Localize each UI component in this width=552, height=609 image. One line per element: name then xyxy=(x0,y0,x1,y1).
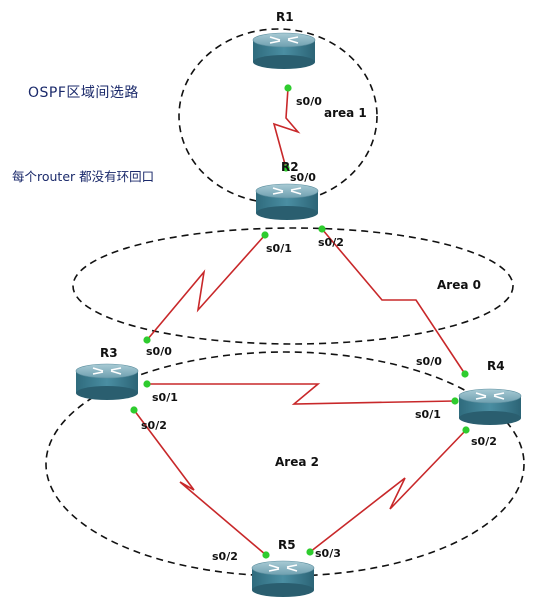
port-r5-s02 xyxy=(262,551,270,559)
area0-boundary xyxy=(72,227,514,345)
port-r4-s00 xyxy=(461,370,469,378)
link-r1-r2 xyxy=(272,87,301,169)
iface-r5-s03-label: s0/3 xyxy=(315,547,341,560)
port-r3-s02 xyxy=(130,406,138,414)
iface-r3-s00-label: s0/0 xyxy=(146,345,172,358)
port-r5-s03 xyxy=(306,548,314,556)
iface-r1-s00-label: s0/0 xyxy=(296,95,322,108)
port-r2-s02 xyxy=(318,225,326,233)
link-r3-r5 xyxy=(133,409,267,556)
iface-r4-s00-label: s0/0 xyxy=(416,355,442,368)
iface-r5-s02-label: s0/2 xyxy=(212,550,238,563)
iface-r3-s02-label: s0/2 xyxy=(141,419,167,432)
iface-r4-s01-label: s0/1 xyxy=(415,408,441,421)
router-r5-icon xyxy=(251,560,315,598)
port-r1-s00 xyxy=(284,84,292,92)
port-r4-s01 xyxy=(451,397,459,405)
port-r2-s00 xyxy=(282,164,290,172)
area0-label: Area 0 xyxy=(437,278,481,292)
link-r4-r5 xyxy=(309,429,467,553)
router-r3-label: R3 xyxy=(100,346,118,360)
port-r2-s01 xyxy=(261,231,269,239)
iface-r4-s02-label: s0/2 xyxy=(471,435,497,448)
router-r2-icon xyxy=(255,183,319,221)
iface-r2-s02-label: s0/2 xyxy=(318,236,344,249)
router-r2-label: R2 xyxy=(281,160,299,174)
link-r2-r4 xyxy=(321,228,466,375)
router-r4-icon xyxy=(458,388,522,426)
port-r3-s01 xyxy=(143,380,151,388)
iface-r2-s00-label: s0/0 xyxy=(290,171,316,184)
router-r1-icon xyxy=(252,32,316,70)
diagram-note: 每个router 都没有环回口 xyxy=(12,169,155,184)
diagram-title: OSPF区域间选路 xyxy=(28,85,139,101)
link-r2-r3 xyxy=(146,234,266,341)
router-r4-label: R4 xyxy=(487,359,505,373)
iface-r2-s01-label: s0/1 xyxy=(266,242,292,255)
area1-label: area 1 xyxy=(324,106,367,120)
router-r5-label: R5 xyxy=(278,538,296,552)
link-r3-r4 xyxy=(147,383,456,405)
iface-r3-s01-label: s0/1 xyxy=(152,391,178,404)
router-r1-label: R1 xyxy=(276,10,294,24)
area2-boundary xyxy=(45,351,525,577)
port-r3-s00 xyxy=(143,336,151,344)
router-r3-icon xyxy=(75,363,139,401)
area2-label: Area 2 xyxy=(275,455,319,469)
port-r4-s02 xyxy=(462,426,470,434)
